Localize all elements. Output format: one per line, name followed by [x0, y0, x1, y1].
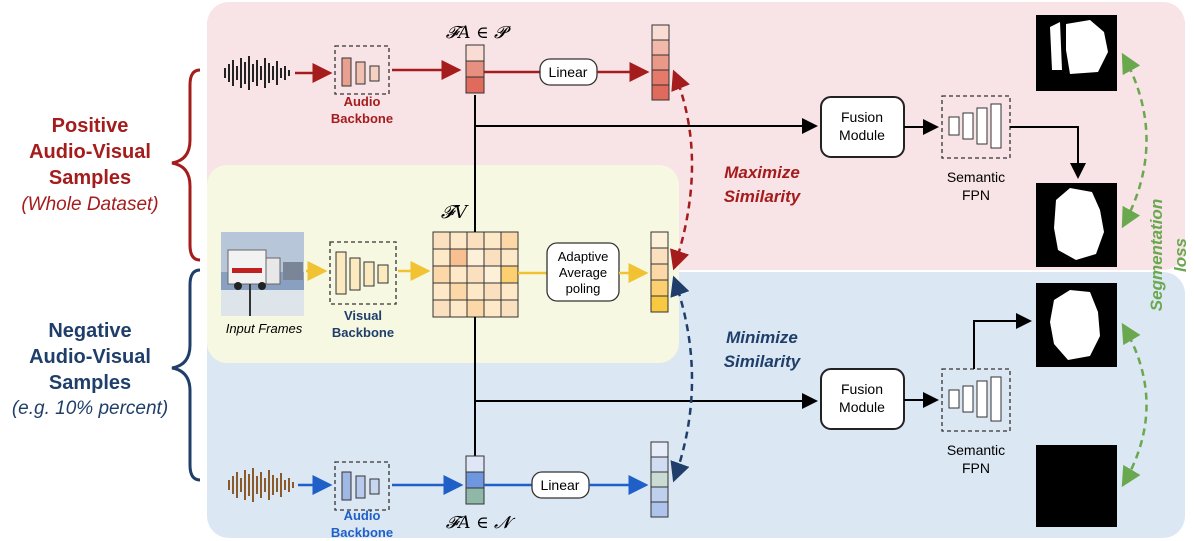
svg-text:Adaptive: Adaptive	[558, 249, 609, 264]
negative-audio-feature	[465, 455, 485, 505]
minimize-similarity-label: Minimize Similarity	[724, 328, 802, 371]
positive-brace	[171, 68, 201, 262]
svg-text:Negative: Negative	[48, 320, 131, 342]
negative-brace	[171, 268, 201, 482]
svg-text:poling: poling	[566, 281, 601, 296]
svg-text:Audio-Visual: Audio-Visual	[29, 141, 151, 163]
svg-text:Similarity: Similarity	[724, 187, 802, 206]
svg-text:FPN: FPN	[962, 460, 990, 476]
svg-text:Backbone: Backbone	[331, 525, 393, 540]
semantic-fpn-bottom-label: Semantic FPN	[947, 442, 1005, 476]
svg-text:Backbone: Backbone	[332, 325, 394, 340]
positive-label: Positive Audio-Visual Samples	[29, 115, 151, 189]
svg-text:Fusion: Fusion	[841, 381, 883, 397]
positive-sublabel: (Whole Dataset)	[21, 194, 158, 215]
negative-audio-backbone	[334, 461, 390, 511]
svg-text:Fusion: Fusion	[841, 109, 883, 125]
fusion-module-bottom: Fusion Module	[820, 368, 905, 430]
pred-mask-negative	[1036, 283, 1117, 367]
svg-text:Average: Average	[559, 265, 607, 280]
svg-text:Backbone: Backbone	[331, 111, 393, 126]
svg-text:Module: Module	[839, 127, 885, 143]
svg-text:Linear: Linear	[549, 64, 588, 80]
svg-text:Audio-Visual: Audio-Visual	[29, 346, 151, 368]
visual-backbone-label: Visual Backbone	[332, 308, 394, 340]
segmentation-loss-label: Segmentation loss	[1147, 199, 1190, 311]
positive-feature-label: 𝓕A ∈ 𝓟	[446, 23, 511, 43]
visual-feature-label: 𝓕V	[441, 202, 469, 223]
svg-text:FPN: FPN	[962, 187, 990, 203]
maximize-similarity-label: Maximize Similarity	[724, 163, 802, 206]
negative-waveform-icon	[228, 468, 294, 502]
svg-text:Audio: Audio	[344, 508, 381, 523]
segmentation-loss-arrow-top	[1121, 52, 1148, 229]
gt-mask-negative	[1036, 445, 1117, 527]
positive-embedding	[651, 24, 670, 101]
negative-feature-label: 𝓕A ∈ 𝓝	[446, 513, 516, 533]
negative-embedding	[650, 441, 669, 518]
maximize-similarity-arrow	[670, 69, 694, 271]
positive-waveform-icon	[224, 56, 290, 90]
positive-audio-backbone-label: Audio Backbone	[331, 94, 393, 126]
svg-text:Maximize: Maximize	[724, 163, 800, 182]
semantic-fpn-top-label: Semantic FPN	[947, 169, 1005, 203]
fusion-module-top: Fusion Module	[820, 96, 905, 158]
positive-audio-feature	[465, 44, 485, 94]
segmentation-loss-arrow-bottom	[1121, 322, 1148, 488]
arrow-fpn-mask-bottom	[973, 313, 1032, 369]
svg-text:Audio: Audio	[344, 94, 381, 109]
input-frame-image	[221, 232, 304, 316]
positive-linear-box: Linear	[539, 58, 598, 86]
positive-audio-backbone	[334, 45, 390, 95]
svg-text:Segmentation: Segmentation	[1147, 199, 1166, 311]
visual-feature-map	[432, 231, 519, 318]
semantic-fpn-bottom	[941, 368, 1011, 432]
visual-backbone	[329, 241, 397, 305]
svg-text:Linear: Linear	[541, 477, 580, 493]
svg-text:Positive: Positive	[52, 115, 129, 137]
svg-text:Visual: Visual	[344, 308, 382, 323]
svg-text:loss: loss	[1171, 238, 1190, 272]
input-frames-caption: Input Frames	[226, 321, 303, 336]
arrow-fpn-mask-top	[1010, 126, 1086, 179]
visual-embedding	[650, 231, 669, 313]
negative-sublabel: (e.g. 10% percent)	[12, 398, 168, 419]
negative-label: Negative Audio-Visual Samples	[29, 320, 151, 394]
negative-audio-backbone-label: Audio Backbone	[331, 508, 393, 540]
svg-text:Samples: Samples	[49, 167, 131, 189]
svg-text:Samples: Samples	[49, 372, 131, 394]
svg-text:Similarity: Similarity	[724, 352, 802, 371]
svg-text:Semantic: Semantic	[947, 442, 1005, 458]
pred-mask-positive	[1036, 183, 1117, 267]
negative-linear-box: Linear	[531, 471, 590, 499]
svg-text:Semantic: Semantic	[947, 169, 1005, 185]
minimize-similarity-arrow	[670, 275, 694, 483]
gt-mask-positive	[1036, 15, 1117, 91]
svg-text:Module: Module	[839, 399, 885, 415]
svg-text:Minimize: Minimize	[726, 328, 798, 347]
adaptive-pooling-box: Adaptive Average poling	[546, 242, 620, 302]
